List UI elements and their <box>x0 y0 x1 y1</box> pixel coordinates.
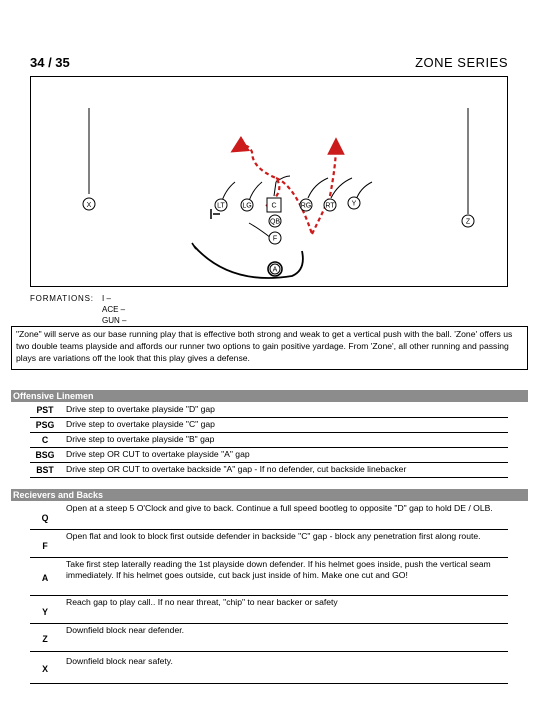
formation-i: I – <box>102 294 111 303</box>
svg-text:F: F <box>273 236 277 243</box>
player-rt: RT <box>323 198 337 212</box>
series-title: ZONE SERIES <box>415 55 508 70</box>
qb-run-path-start <box>275 176 314 235</box>
player-a: A <box>267 261 283 277</box>
player-f: F <box>268 231 282 245</box>
player-z: Z <box>461 214 475 228</box>
assignment-text: Drive step to overtake playside "B" gap <box>66 434 215 444</box>
position-label: X <box>42 664 48 674</box>
svg-text:Y: Y <box>352 201 357 208</box>
play-diagram-frame <box>30 76 508 287</box>
table-row: C Drive step to overtake playside "B" ga… <box>30 433 508 448</box>
assignment-text: Downfield block near safety. <box>66 656 173 666</box>
table-row: Z Downfield block near defender. <box>30 624 508 652</box>
table-row: BST Drive step OR CUT to overtake backsi… <box>30 463 508 478</box>
player-y: Y <box>347 196 361 210</box>
formation-gun: GUN – <box>102 316 127 325</box>
position-label: A <box>41 573 49 583</box>
player-x: X <box>82 197 96 211</box>
c-block-line <box>273 175 291 197</box>
rt-block-line <box>330 177 353 199</box>
svg-text:QB: QB <box>270 219 280 226</box>
position-label: Q <box>41 513 49 523</box>
table-row: F Open flat and look to block first outs… <box>30 530 508 558</box>
table-row: BSG Drive step OR CUT to overtake playsi… <box>30 448 508 463</box>
offensive-linemen-table: PST Drive step to overtake playside "D" … <box>30 403 508 478</box>
assignment-text: Open flat and look to block first outsid… <box>66 531 481 541</box>
assignment-text: Reach gap to play call.. If no near thre… <box>66 597 338 607</box>
table-row: Y Reach gap to play call.. If no near th… <box>30 596 508 624</box>
svg-text:A: A <box>273 267 278 274</box>
formations-label: FORMATIONS: <box>30 294 94 303</box>
assignment-text: Drive step to overtake playside "C" gap <box>66 419 215 429</box>
assignment-text: Drive step OR CUT to overtake playside "… <box>66 449 250 459</box>
player-c: C <box>266 197 282 213</box>
assignment-text: Downfield block near defender. <box>66 625 185 635</box>
play-description: "Zone" will serve as our base running pl… <box>11 326 528 370</box>
player-rg: RG <box>299 198 313 212</box>
table-row: A Take first step laterally reading the … <box>30 558 508 596</box>
position-label: BSG <box>35 450 55 460</box>
a-path-arrow <box>191 242 197 250</box>
position-label: C <box>41 435 49 445</box>
receivers-backs-table: Q Open at a steep 5 O'Clock and give to … <box>30 502 508 684</box>
y-block-line <box>355 181 373 201</box>
position-label: F <box>42 541 48 551</box>
play-diagram: X LT LG C RG RT Y Z <box>82 108 475 279</box>
position-label: PST <box>36 405 54 415</box>
svg-text:X: X <box>87 202 92 209</box>
player-lg: LG <box>240 198 254 212</box>
svg-text:LG: LG <box>242 203 251 210</box>
svg-text:C: C <box>271 203 276 210</box>
a-run-path <box>311 137 345 235</box>
formation-ace: ACE – <box>102 305 126 314</box>
qb-run-path <box>230 135 281 207</box>
svg-text:RG: RG <box>301 203 312 210</box>
position-label: Z <box>42 634 48 644</box>
assignment-text: Drive step OR CUT to overtake backside "… <box>66 464 407 474</box>
assignment-text: Open at a steep 5 O'Clock and give to ba… <box>66 503 493 513</box>
section-header-offensive-linemen: Offensive Linemen <box>11 390 528 402</box>
svg-text:LT: LT <box>217 203 225 210</box>
player-qb: QB <box>268 214 282 228</box>
position-label: PSG <box>35 420 55 430</box>
position-label: BST <box>36 465 54 475</box>
f-path-line <box>248 222 272 239</box>
section-header-receivers-backs: Recievers and Backs <box>11 489 528 501</box>
svg-text:Z: Z <box>466 219 471 226</box>
position-label: Y <box>42 607 48 617</box>
a-path-line <box>193 245 304 279</box>
svg-text:RT: RT <box>325 203 335 210</box>
assignment-text: Take first step laterally reading the 1s… <box>66 559 491 580</box>
player-lt: LT <box>214 198 228 212</box>
table-row: PST Drive step to overtake playside "D" … <box>30 403 508 418</box>
table-row: Q Open at a steep 5 O'Clock and give to … <box>30 502 508 530</box>
formations-values: I – ACE – GUN – <box>102 293 222 326</box>
table-row: X Downfield block near safety. <box>30 652 508 684</box>
page-number: 34 / 35 <box>30 55 70 70</box>
table-row: PSG Drive step to overtake playside "C" … <box>30 418 508 433</box>
rg-block-line <box>307 177 329 199</box>
assignment-text: Drive step to overtake playside "D" gap <box>66 404 215 414</box>
